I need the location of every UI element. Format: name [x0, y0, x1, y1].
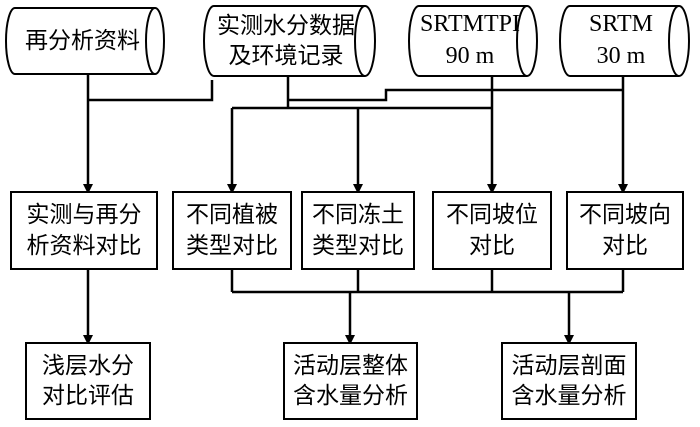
- output-shallow-eval: 浅层水分 对比评估: [25, 342, 151, 420]
- output-shallow-eval-line-2: 对比评估: [42, 383, 134, 409]
- source-srtmtpi-line-2: 90 m: [445, 43, 495, 69]
- source-srtm-line-2: 30 m: [596, 43, 646, 69]
- source-srtm: SRTM 30 m: [562, 6, 680, 76]
- comparison-slope-position-line-2: 对比: [469, 232, 515, 259]
- comparison-vegetation: 不同植被 类型对比: [172, 191, 292, 270]
- comparison-obs-vs-reanalysis-line-1: 实测与再分: [26, 202, 142, 229]
- source-reanalysis: 再分析资料: [10, 8, 155, 74]
- comparison-frozen-soil: 不同冻土 类型对比: [301, 191, 415, 270]
- output-active-layer-line-2: 含水量分析: [293, 383, 408, 409]
- source-observed-line-1: 实测水分数据: [217, 12, 355, 39]
- comparison-slope-position: 不同坡位 对比: [432, 191, 552, 270]
- output-active-profile-line-1: 活动层剖面: [511, 352, 627, 379]
- source-reanalysis-line-1: 再分析资料: [25, 27, 140, 54]
- source-srtmtpi: SRTMTPI 90 m: [411, 6, 529, 76]
- output-active-layer: 活动层整体 含水量分析: [283, 342, 418, 420]
- edge-observed-feed: [88, 80, 214, 102]
- comparison-slope-position-line-1: 不同坡位: [446, 202, 538, 229]
- output-active-profile-line-2: 含水量分析: [511, 383, 627, 409]
- output-active-profile: 活动层剖面 含水量分析: [501, 342, 637, 420]
- comparison-obs-vs-reanalysis: 实测与再分 析资料对比: [10, 191, 158, 270]
- comparison-slope-aspect: 不同坡向 对比: [566, 191, 684, 270]
- comparison-vegetation-line-2: 类型对比: [186, 232, 278, 259]
- comparison-obs-vs-reanalysis-line-2: 析资料对比: [26, 232, 142, 259]
- output-active-layer-line-1: 活动层整体: [293, 352, 408, 379]
- source-srtmtpi-line-1: SRTMTPI: [420, 11, 520, 38]
- source-srtm-line-1: SRTM: [589, 11, 653, 38]
- source-observed-line-2: 及环境记录: [228, 43, 344, 69]
- comparison-vegetation-line-1: 不同植被: [186, 202, 278, 229]
- comparison-slope-aspect-line-2: 对比: [602, 232, 648, 259]
- source-observed-data: 实测水分数据 及环境记录: [204, 6, 368, 76]
- comparison-frozen-soil-line-2: 类型对比: [312, 232, 404, 259]
- comparison-slope-aspect-line-1: 不同坡向: [579, 202, 671, 229]
- output-shallow-eval-line-1: 浅层水分: [42, 352, 134, 379]
- comparison-frozen-soil-line-1: 不同冻土: [312, 202, 404, 229]
